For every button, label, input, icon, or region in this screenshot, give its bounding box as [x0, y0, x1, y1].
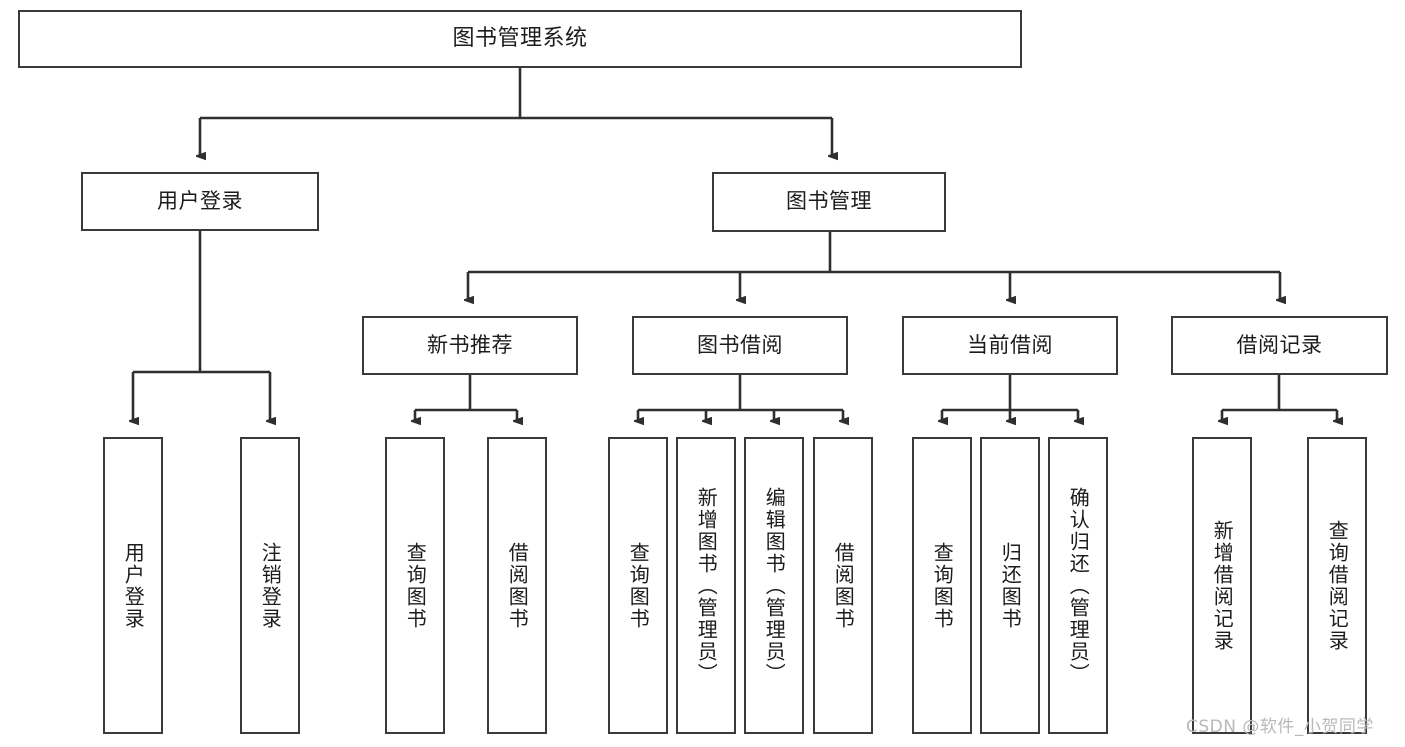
leaf-logout[interactable]: 注销登录 [240, 437, 300, 734]
node-label: 用户登录 [121, 541, 146, 630]
node-label: 注销登录 [258, 541, 283, 630]
leaf-current-confirm-return-admin[interactable]: 确认归还（管理员） [1048, 437, 1108, 734]
leaf-record-add-record[interactable]: 新增借阅记录 [1192, 437, 1252, 734]
csdn-watermark: CSDN @软件_小贺同学 [1186, 717, 1374, 737]
leaf-current-query-book[interactable]: 查询图书 [912, 437, 972, 734]
node-label: 图书借阅 [697, 332, 783, 357]
node-book-management[interactable]: 图书管理 [712, 172, 946, 232]
leaf-borrow-borrow-book[interactable]: 借阅图书 [813, 437, 873, 734]
node-label: 新增图书（管理员） [694, 486, 719, 685]
node-label: 借阅图书 [831, 541, 856, 630]
node-label: 图书管理 [786, 189, 872, 214]
node-label: 当前借阅 [967, 332, 1053, 357]
leaf-borrow-edit-book-admin[interactable]: 编辑图书（管理员） [744, 437, 804, 734]
leaf-recommend-borrow-book[interactable]: 借阅图书 [487, 437, 547, 734]
leaf-record-query-record[interactable]: 查询借阅记录 [1307, 437, 1367, 734]
node-borrow-record[interactable]: 借阅记录 [1171, 316, 1388, 375]
node-label: 新书推荐 [427, 332, 513, 357]
node-label: 新增借阅记录 [1210, 519, 1235, 652]
node-root-system[interactable]: 图书管理系统 [18, 10, 1022, 68]
node-label: 查询借阅记录 [1325, 519, 1350, 652]
node-label: 编辑图书（管理员） [762, 486, 787, 685]
node-label: 查询图书 [626, 541, 651, 630]
node-current-borrow[interactable]: 当前借阅 [902, 316, 1118, 375]
node-label: 用户登录 [157, 188, 243, 213]
node-label: 借阅图书 [505, 541, 530, 630]
node-user-login[interactable]: 用户登录 [81, 172, 319, 231]
leaf-user-login[interactable]: 用户登录 [103, 437, 163, 734]
node-label: 图书管理系统 [452, 25, 588, 51]
node-label: 借阅记录 [1236, 332, 1323, 357]
node-label: 查询图书 [403, 541, 428, 630]
node-label: 确认归还（管理员） [1066, 486, 1091, 685]
node-book-borrow[interactable]: 图书借阅 [632, 316, 848, 375]
leaf-current-return-book[interactable]: 归还图书 [980, 437, 1040, 734]
node-new-book-recommend[interactable]: 新书推荐 [362, 316, 578, 375]
node-label: 查询图书 [930, 541, 955, 630]
leaf-borrow-query-book[interactable]: 查询图书 [608, 437, 668, 734]
node-label: 归还图书 [998, 541, 1023, 630]
leaf-borrow-add-book-admin[interactable]: 新增图书（管理员） [676, 437, 736, 734]
leaf-recommend-query-book[interactable]: 查询图书 [385, 437, 445, 734]
